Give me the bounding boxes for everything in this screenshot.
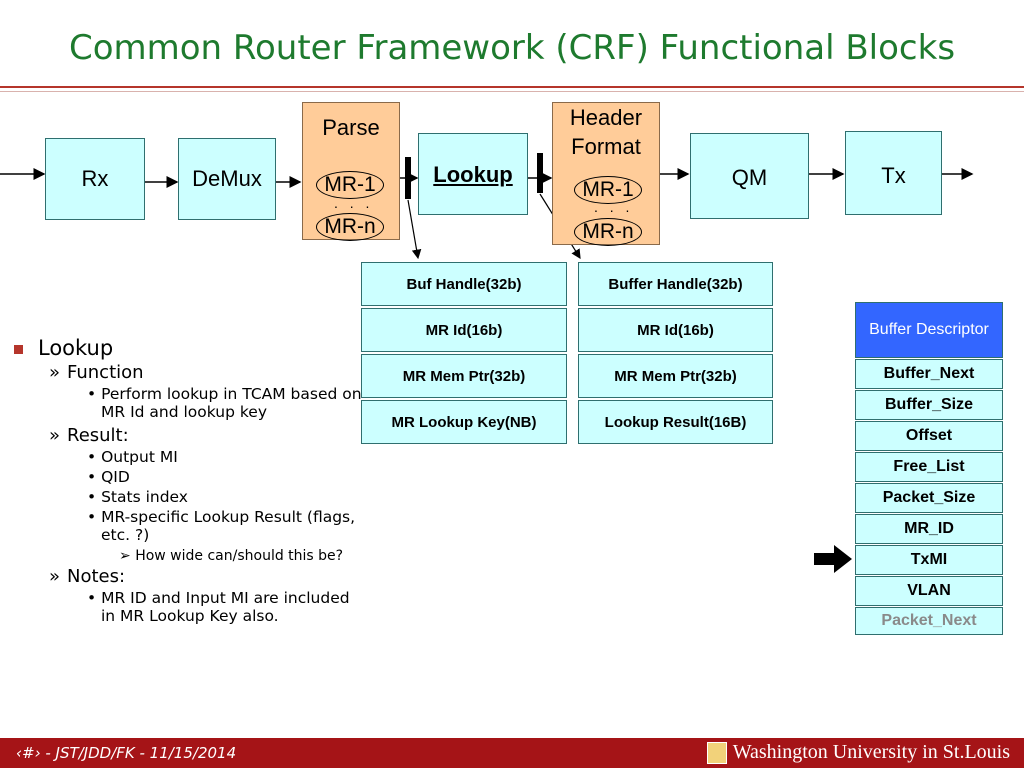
bullet-function: »Function bbox=[49, 362, 144, 383]
bullet-function-item: • Perform lookup in TCAM based on MR Id … bbox=[14, 385, 364, 421]
buffer-descriptor-field: VLAN bbox=[855, 576, 1003, 606]
buffer-descriptor-field: Packet_Size bbox=[855, 483, 1003, 513]
lookup-output-cell: Lookup Result(16B) bbox=[578, 400, 773, 444]
demux-label: DeMux bbox=[192, 166, 262, 191]
title-divider bbox=[0, 86, 1024, 88]
bullet-result-item: • QID bbox=[14, 468, 364, 486]
demux-block: DeMux bbox=[178, 138, 276, 220]
bullet-result-subitem-text: How wide can/should this be? bbox=[135, 548, 344, 564]
bullet-result-item: • Output MI bbox=[14, 448, 364, 466]
bullet-dot: • bbox=[87, 589, 102, 607]
parse-mrn: MR-n bbox=[316, 213, 384, 241]
bullet-result-subitem: ➢ How wide can/should this be? bbox=[14, 548, 364, 564]
university-logo-text: Washington University in St.Louis bbox=[732, 741, 1010, 763]
header-format-mr1: MR-1 bbox=[574, 176, 642, 204]
bullet-dot: • bbox=[87, 488, 102, 506]
title-divider-thin bbox=[0, 91, 1024, 92]
lookup-input-cell: MR Mem Ptr(32b) bbox=[361, 354, 567, 398]
bullet-result-label: Result: bbox=[67, 425, 129, 446]
bullet-result-item-text: Stats index bbox=[101, 488, 188, 506]
buffer-descriptor-field: Offset bbox=[855, 421, 1003, 451]
bullet-result-item: • Stats index bbox=[14, 488, 364, 506]
slide-title: Common Router Framework (CRF) Functional… bbox=[68, 28, 956, 68]
buffer-descriptor-field-dim: Packet_Next bbox=[855, 607, 1003, 635]
buffer-descriptor-header: Buffer Descriptor bbox=[855, 302, 1003, 358]
lookup-output-cell: Buffer Handle(32b) bbox=[578, 262, 773, 306]
bullet-result-item-text: QID bbox=[101, 468, 130, 486]
bullet-notes-item-text: MR ID and Input MI are included in MR Lo… bbox=[101, 589, 350, 625]
tx-label: Tx bbox=[881, 163, 906, 188]
bullet-lookup: Lookup bbox=[14, 336, 364, 360]
bullet-dot: • bbox=[87, 468, 102, 486]
bullet-result-item-text: Output MI bbox=[101, 448, 178, 466]
lookup-output-cell: MR Mem Ptr(32b) bbox=[578, 354, 773, 398]
lookup-output-cell: MR Id(16b) bbox=[578, 308, 773, 352]
bullet-list: Lookup »Function • Perform lookup in TCA… bbox=[14, 336, 364, 625]
lookup-input-cell: MR Lookup Key(NB) bbox=[361, 400, 567, 444]
bullet-result: »Result: bbox=[49, 425, 129, 446]
lookup-block: Lookup bbox=[418, 133, 528, 215]
lookup-input-cell: Buf Handle(32b) bbox=[361, 262, 567, 306]
footer-bar bbox=[0, 738, 1024, 768]
bullet-result-item-text: MR-specific Lookup Result (flags, etc. ?… bbox=[101, 508, 356, 544]
header-format-label-2: Format bbox=[571, 134, 641, 159]
footer-text: ‹#› - JST/JDD/FK - 11/15/2014 bbox=[16, 744, 237, 762]
university-logo: Washington University in St.Louis bbox=[706, 741, 1010, 764]
qm-label: QM bbox=[727, 165, 772, 191]
rx-label: Rx bbox=[81, 166, 109, 191]
header-format-dots: . . . bbox=[594, 199, 634, 215]
header-format-label-1: Header bbox=[569, 105, 643, 130]
bullet-notes-label: Notes: bbox=[67, 566, 126, 587]
bullet-result-item: • MR-specific Lookup Result (flags, etc.… bbox=[14, 508, 364, 544]
bullet-notes-item: • MR ID and Input MI are included in MR … bbox=[14, 589, 364, 625]
bullet-arrow: ➢ bbox=[119, 548, 136, 564]
bullet-function-label: Function bbox=[67, 362, 144, 383]
bullet-notes: »Notes: bbox=[49, 566, 126, 587]
bullet-dot: • bbox=[87, 508, 102, 526]
buffer-descriptor-field: Buffer_Size bbox=[855, 390, 1003, 420]
rx-block: Rx bbox=[45, 138, 145, 220]
tx-block: Tx bbox=[845, 131, 942, 215]
lookup-label: Lookup bbox=[433, 162, 513, 187]
bullet-function-item-text: Perform lookup in TCAM based on MR Id an… bbox=[101, 385, 362, 421]
bullet-dot: • bbox=[87, 448, 102, 466]
university-seal-icon bbox=[706, 741, 727, 764]
buffer-descriptor-field: MR_ID bbox=[855, 514, 1003, 544]
lookup-input-cell: MR Id(16b) bbox=[361, 308, 567, 352]
buffer-descriptor-field-txmi: TxMI bbox=[855, 545, 1003, 575]
bullet-dot: • bbox=[87, 385, 102, 403]
buffer-descriptor-field: Buffer_Next bbox=[855, 359, 1003, 389]
qm-block: QM bbox=[690, 133, 809, 219]
parse-dots: . . . bbox=[334, 195, 374, 211]
parse-mr1: MR-1 bbox=[316, 171, 384, 199]
parse-label: Parse bbox=[322, 115, 380, 140]
header-format-mrn: MR-n bbox=[574, 218, 642, 246]
buffer-descriptor-field: Free_List bbox=[855, 452, 1003, 482]
